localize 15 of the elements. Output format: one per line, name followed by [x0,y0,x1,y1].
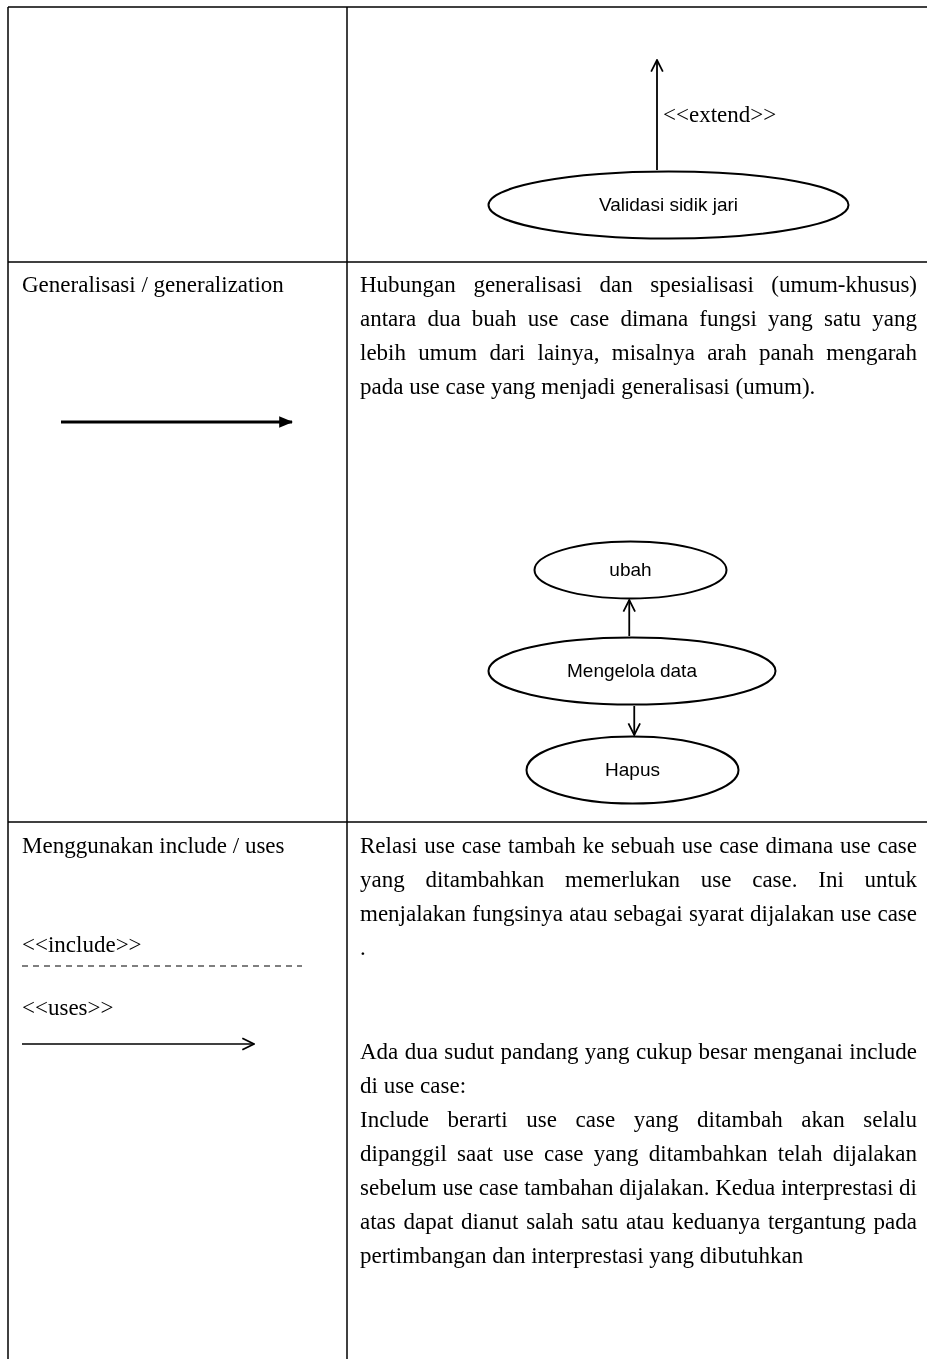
description-paragraph: Include berarti use case yang ditambah akan selalu dipanggil saat use case yang ditambahkan telah dijalakan sebelum use case tambahan dijalakan. Kedua interprestasi di atas dapat dianut salah satu atau keduanya tergantung pada pertimbangan dan interprestasi yang dibutuhkan [360,1106,917,1270]
description-paragraph: Relasi use case tambah ke sebuah use case dimana use case yang ditambahkan memerlukan use case. Ini untuk menjalakan fungsinya atau sebagai syarat dijalakan use case . [360,832,917,962]
description-paragraph: Ada dua sudut pandang yang cukup besar menganai include di use case: [360,1038,917,1100]
row-heading: Menggunakan include / uses [22,832,286,860]
arrow [650,59,664,171]
stereotype-label: <<include>> [22,931,143,959]
description-paragraph: Hubungan generalisasi dan spesialisasi (umum-khusus) antara dua buah use case dimana fungsi yang satu yang lebih umum dari lainya, misalnya arah panah mengarah pada use case yang menjadi generalisasi (umum). [360,271,917,401]
use-case-ellipse: Validasi sidik jari [487,170,850,240]
use-case-ellipse: ubah [533,540,728,600]
use-case-ellipse: Mengelola data [487,636,777,706]
stereotype-label: <<uses>> [22,994,115,1022]
arrow [622,599,636,637]
use-case-ellipse: Hapus [525,735,740,805]
arrow [627,705,641,736]
row-heading: Generalisasi / generalization [22,271,285,299]
